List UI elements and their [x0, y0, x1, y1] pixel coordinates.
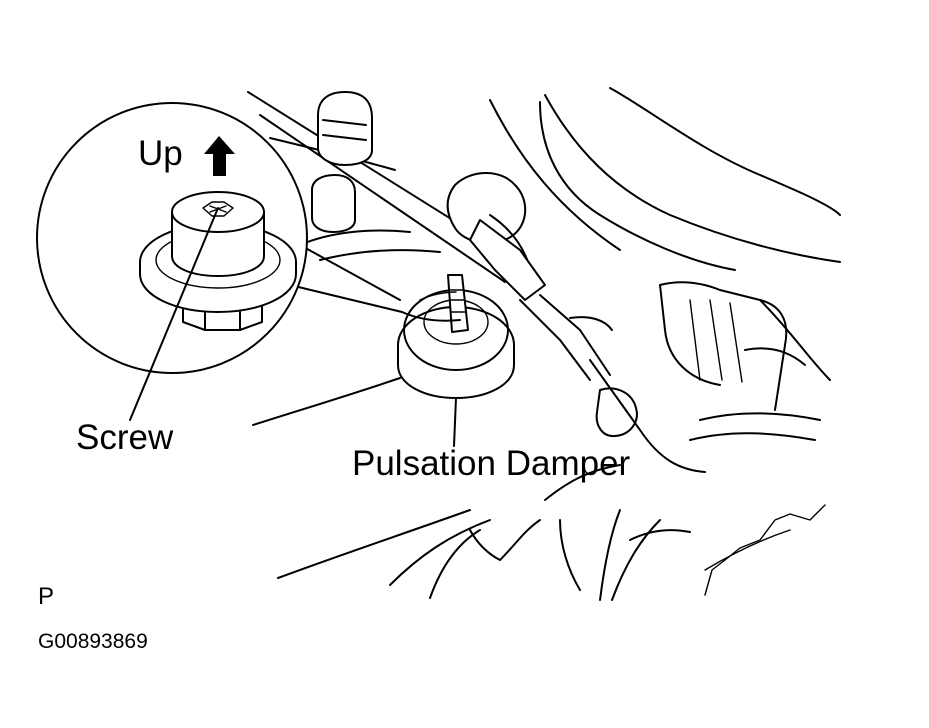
pulsation-damper-label: Pulsation Damper: [352, 444, 631, 483]
magnified-screw-inset: [36, 102, 403, 374]
damper-leader-line: [453, 397, 457, 447]
leader-lines: [129, 207, 457, 447]
figure-code-label: G00893869: [38, 630, 148, 653]
up-arrow-icon: [204, 136, 235, 176]
pulsation-damper-drawing: [397, 274, 515, 399]
engine-background-linework: [247, 87, 841, 601]
screw-label: Screw: [76, 418, 174, 457]
screw-leader-line: [129, 207, 219, 421]
view-marker-label: P: [38, 583, 55, 610]
up-label: Up: [138, 134, 183, 173]
